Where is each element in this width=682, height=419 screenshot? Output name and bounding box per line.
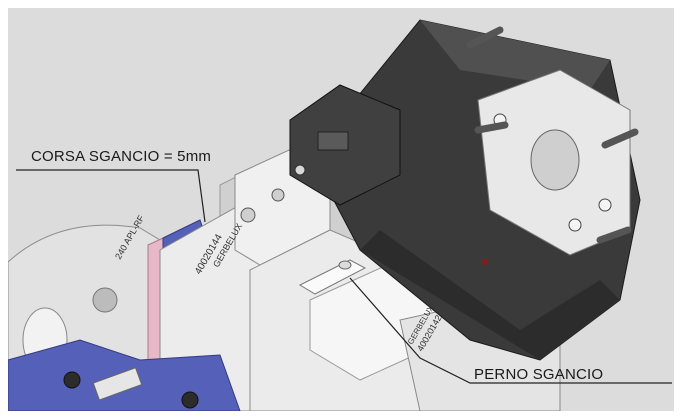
stud-right-1 [601,128,639,149]
flange-bolt-3 [568,218,582,232]
label-release-stroke: CORSA SGANCIO = 5mm [31,148,212,165]
base-bolt-2 [181,391,199,409]
stud-right-2 [596,226,632,244]
bolt-hole-2 [271,188,285,202]
release-pin-tip [338,260,352,270]
flange-bolt-2 [598,198,612,212]
clamp-screw [294,164,306,176]
leader-line-corsa [16,169,206,223]
clamp-head-slot [317,131,349,151]
label-release-pin: PERNO SGANCIO [474,366,604,383]
left-disk-hole [92,287,118,313]
base-bolt-1 [63,371,81,389]
right-flange-bore [530,129,580,191]
bolt-hole-1 [240,207,256,223]
leader-line-perno [349,277,672,384]
hinge-plate [92,367,143,401]
stud-mid [474,121,509,134]
dark-housing-side [360,230,620,360]
stud-top [466,26,504,49]
housing-screw-1 [482,259,488,265]
